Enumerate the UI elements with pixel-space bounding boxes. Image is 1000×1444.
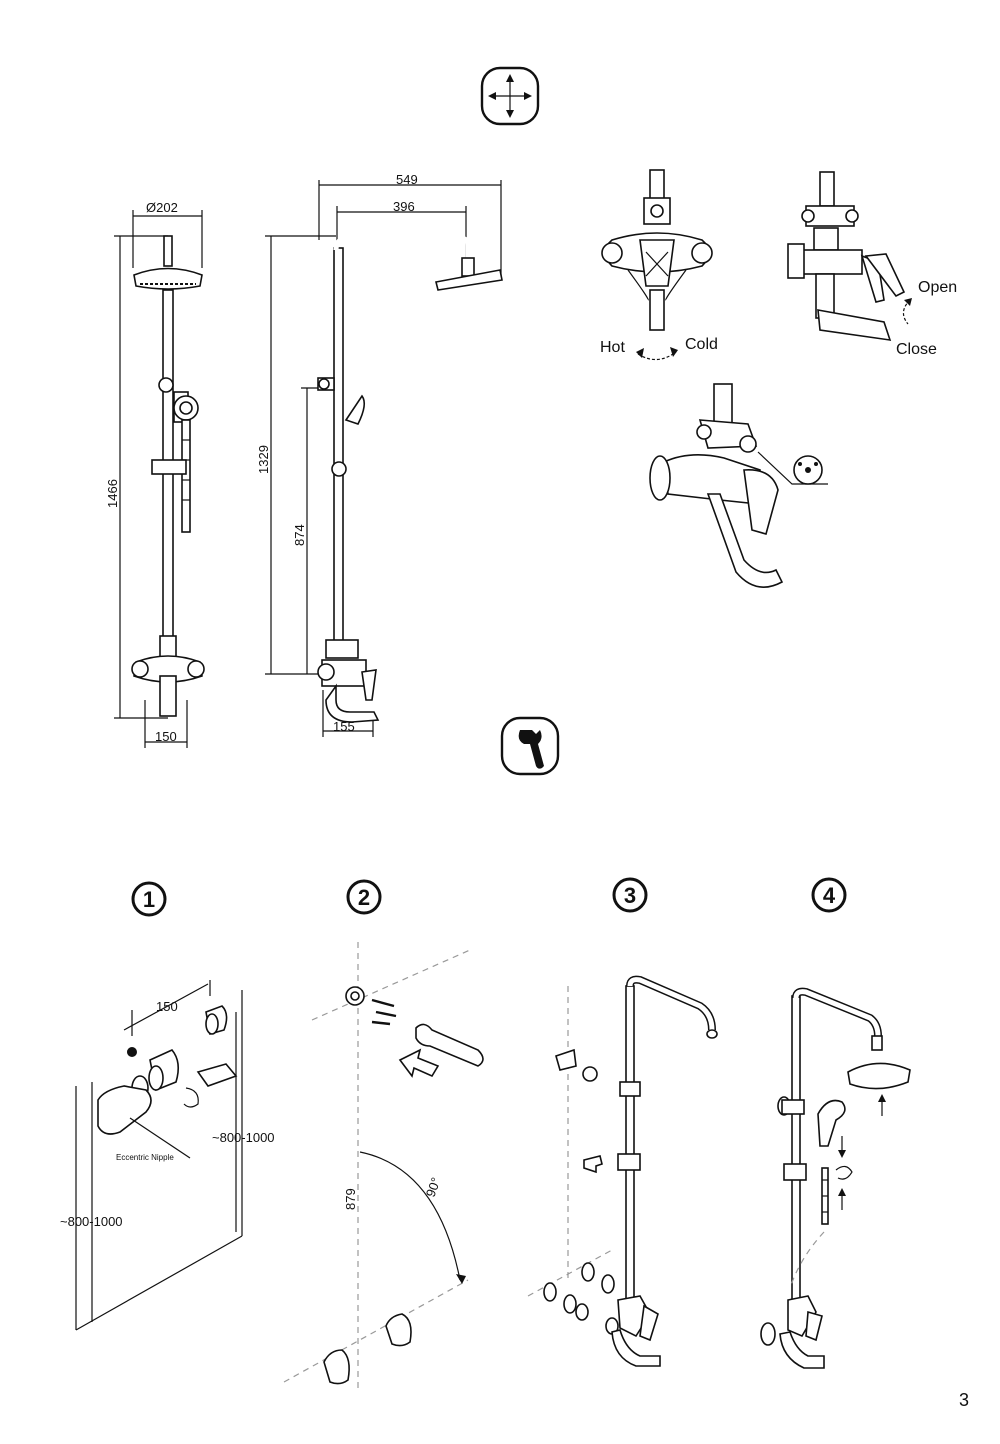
open-label: Open bbox=[918, 279, 957, 296]
spout-depth-label: 155 bbox=[333, 719, 355, 734]
hot-label: Hot bbox=[600, 339, 625, 356]
page-number: 3 bbox=[959, 1390, 969, 1410]
step-2-angle-label: 90° bbox=[423, 1175, 444, 1199]
cold-label: Cold bbox=[685, 336, 718, 353]
step-1-height-left-label: ~800-1000 bbox=[60, 1214, 123, 1229]
step-2-number: 2 bbox=[358, 885, 370, 910]
mixer-isometric-drawing bbox=[649, 383, 828, 588]
step-3-number: 3 bbox=[624, 883, 636, 908]
arm-offset-label: 396 bbox=[393, 199, 415, 214]
step-3-drawing bbox=[527, 975, 718, 1367]
step-1-number: 1 bbox=[143, 887, 155, 912]
step-2-drawing bbox=[283, 942, 484, 1390]
mixer-side-operation-drawing bbox=[787, 171, 912, 341]
step-1-drawing bbox=[75, 980, 243, 1331]
mixer-height-label: 874 bbox=[292, 524, 307, 546]
front-spout-width-label: 150 bbox=[155, 729, 177, 744]
step-4-drawing bbox=[760, 987, 911, 1369]
arm-reach-label: 549 bbox=[396, 172, 418, 187]
side-view-drawing bbox=[265, 180, 503, 737]
step-1-height-right-label: ~800-1000 bbox=[212, 1130, 275, 1145]
step-2-badge: 2 bbox=[346, 879, 382, 915]
total-height-label: 1466 bbox=[105, 479, 120, 508]
wrench-icon bbox=[500, 716, 560, 776]
step-4-badge: 4 bbox=[811, 877, 847, 913]
step-1-badge: 1 bbox=[131, 881, 167, 917]
step-2-height-label: 879 bbox=[343, 1188, 358, 1210]
side-height-label: 1329 bbox=[256, 445, 271, 474]
front-view-drawing bbox=[114, 210, 205, 748]
mixer-front-operation-drawing bbox=[601, 169, 713, 361]
step-1-spacing-label: 150 bbox=[156, 999, 178, 1014]
head-diameter-label: Ø202 bbox=[146, 200, 178, 215]
close-label: Close bbox=[896, 341, 937, 358]
step-3-badge: 3 bbox=[612, 877, 648, 913]
step-4-number: 4 bbox=[823, 883, 836, 908]
eccentric-nipple-label: Eccentric Nipple bbox=[116, 1153, 174, 1162]
cross-arrows-icon bbox=[480, 66, 540, 126]
